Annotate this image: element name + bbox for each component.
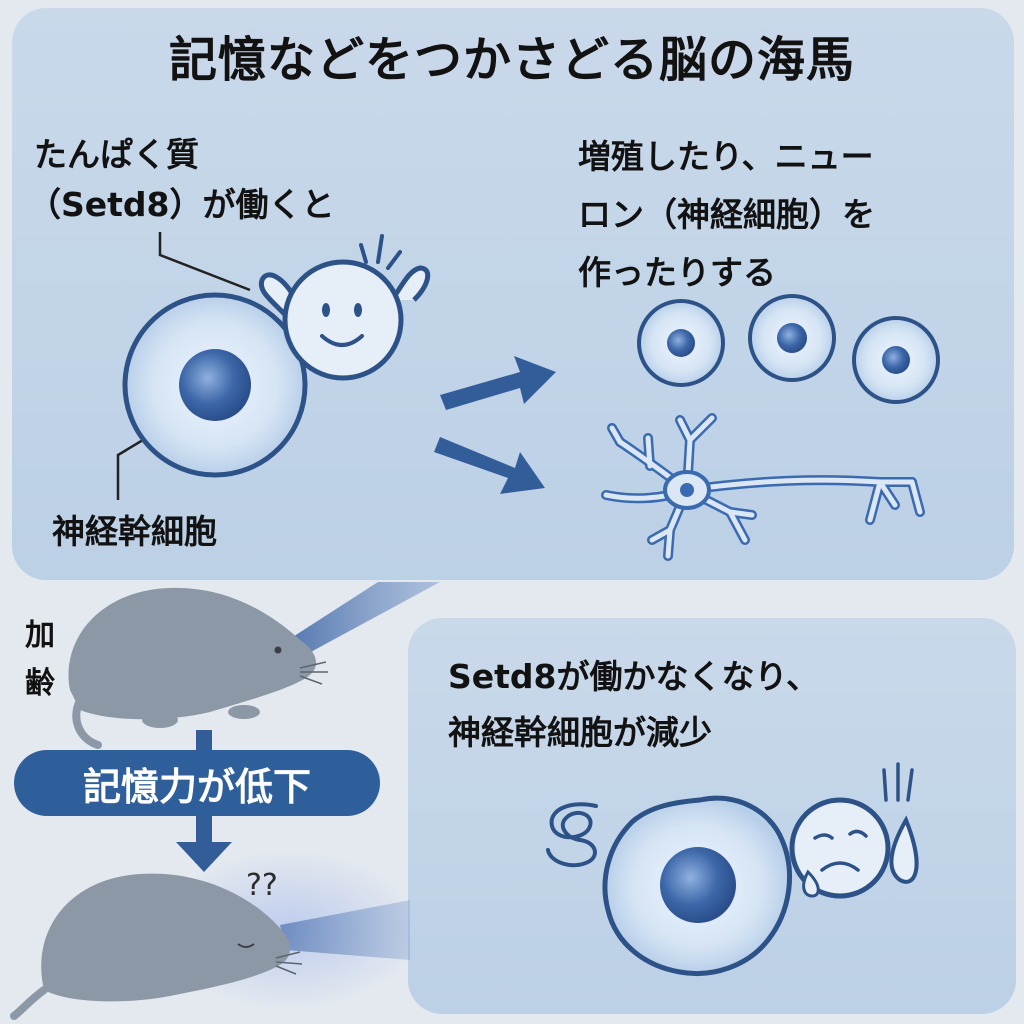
neuron-icon	[601, 413, 925, 561]
result-text-line1: 増殖したり、ニュー	[578, 137, 874, 176]
sad-protein-character	[789, 762, 919, 899]
result-text-line3: 作ったりする	[578, 253, 776, 292]
result-text-line2: ロン（神経細胞）を	[578, 195, 875, 234]
page-title: 記憶などをつかさどる脳の海馬	[168, 32, 855, 88]
proliferated-cells	[637, 294, 940, 404]
focus-beam-bottom	[280, 900, 410, 960]
decline-text-line2: 神経幹細胞が減少	[448, 713, 712, 752]
smiling-protein-character	[258, 234, 431, 381]
stem-cell-icon	[122, 292, 308, 478]
protein-label-line2: （Setd8）が働くと	[28, 185, 335, 224]
protein-callout-line	[158, 232, 251, 292]
down-arrow-icon	[176, 730, 232, 872]
focus-beam-top	[288, 582, 440, 660]
question-marks: ??	[246, 868, 278, 903]
decline-text-line1: Setd8が働かなくなり、	[448, 657, 820, 696]
mouse-icon	[10, 873, 303, 1020]
protein-label-line1: たんぱく質	[34, 135, 199, 174]
arrow-icon	[434, 356, 556, 494]
swirl-icon	[546, 802, 598, 868]
aging-label: 加齢	[25, 618, 55, 701]
mouse-icon	[68, 587, 328, 749]
stem-cell-label: 神経幹細胞	[52, 512, 217, 551]
stem-cell-icon	[602, 795, 793, 977]
memory-decline-badge: 記憶力が低下	[14, 750, 380, 816]
